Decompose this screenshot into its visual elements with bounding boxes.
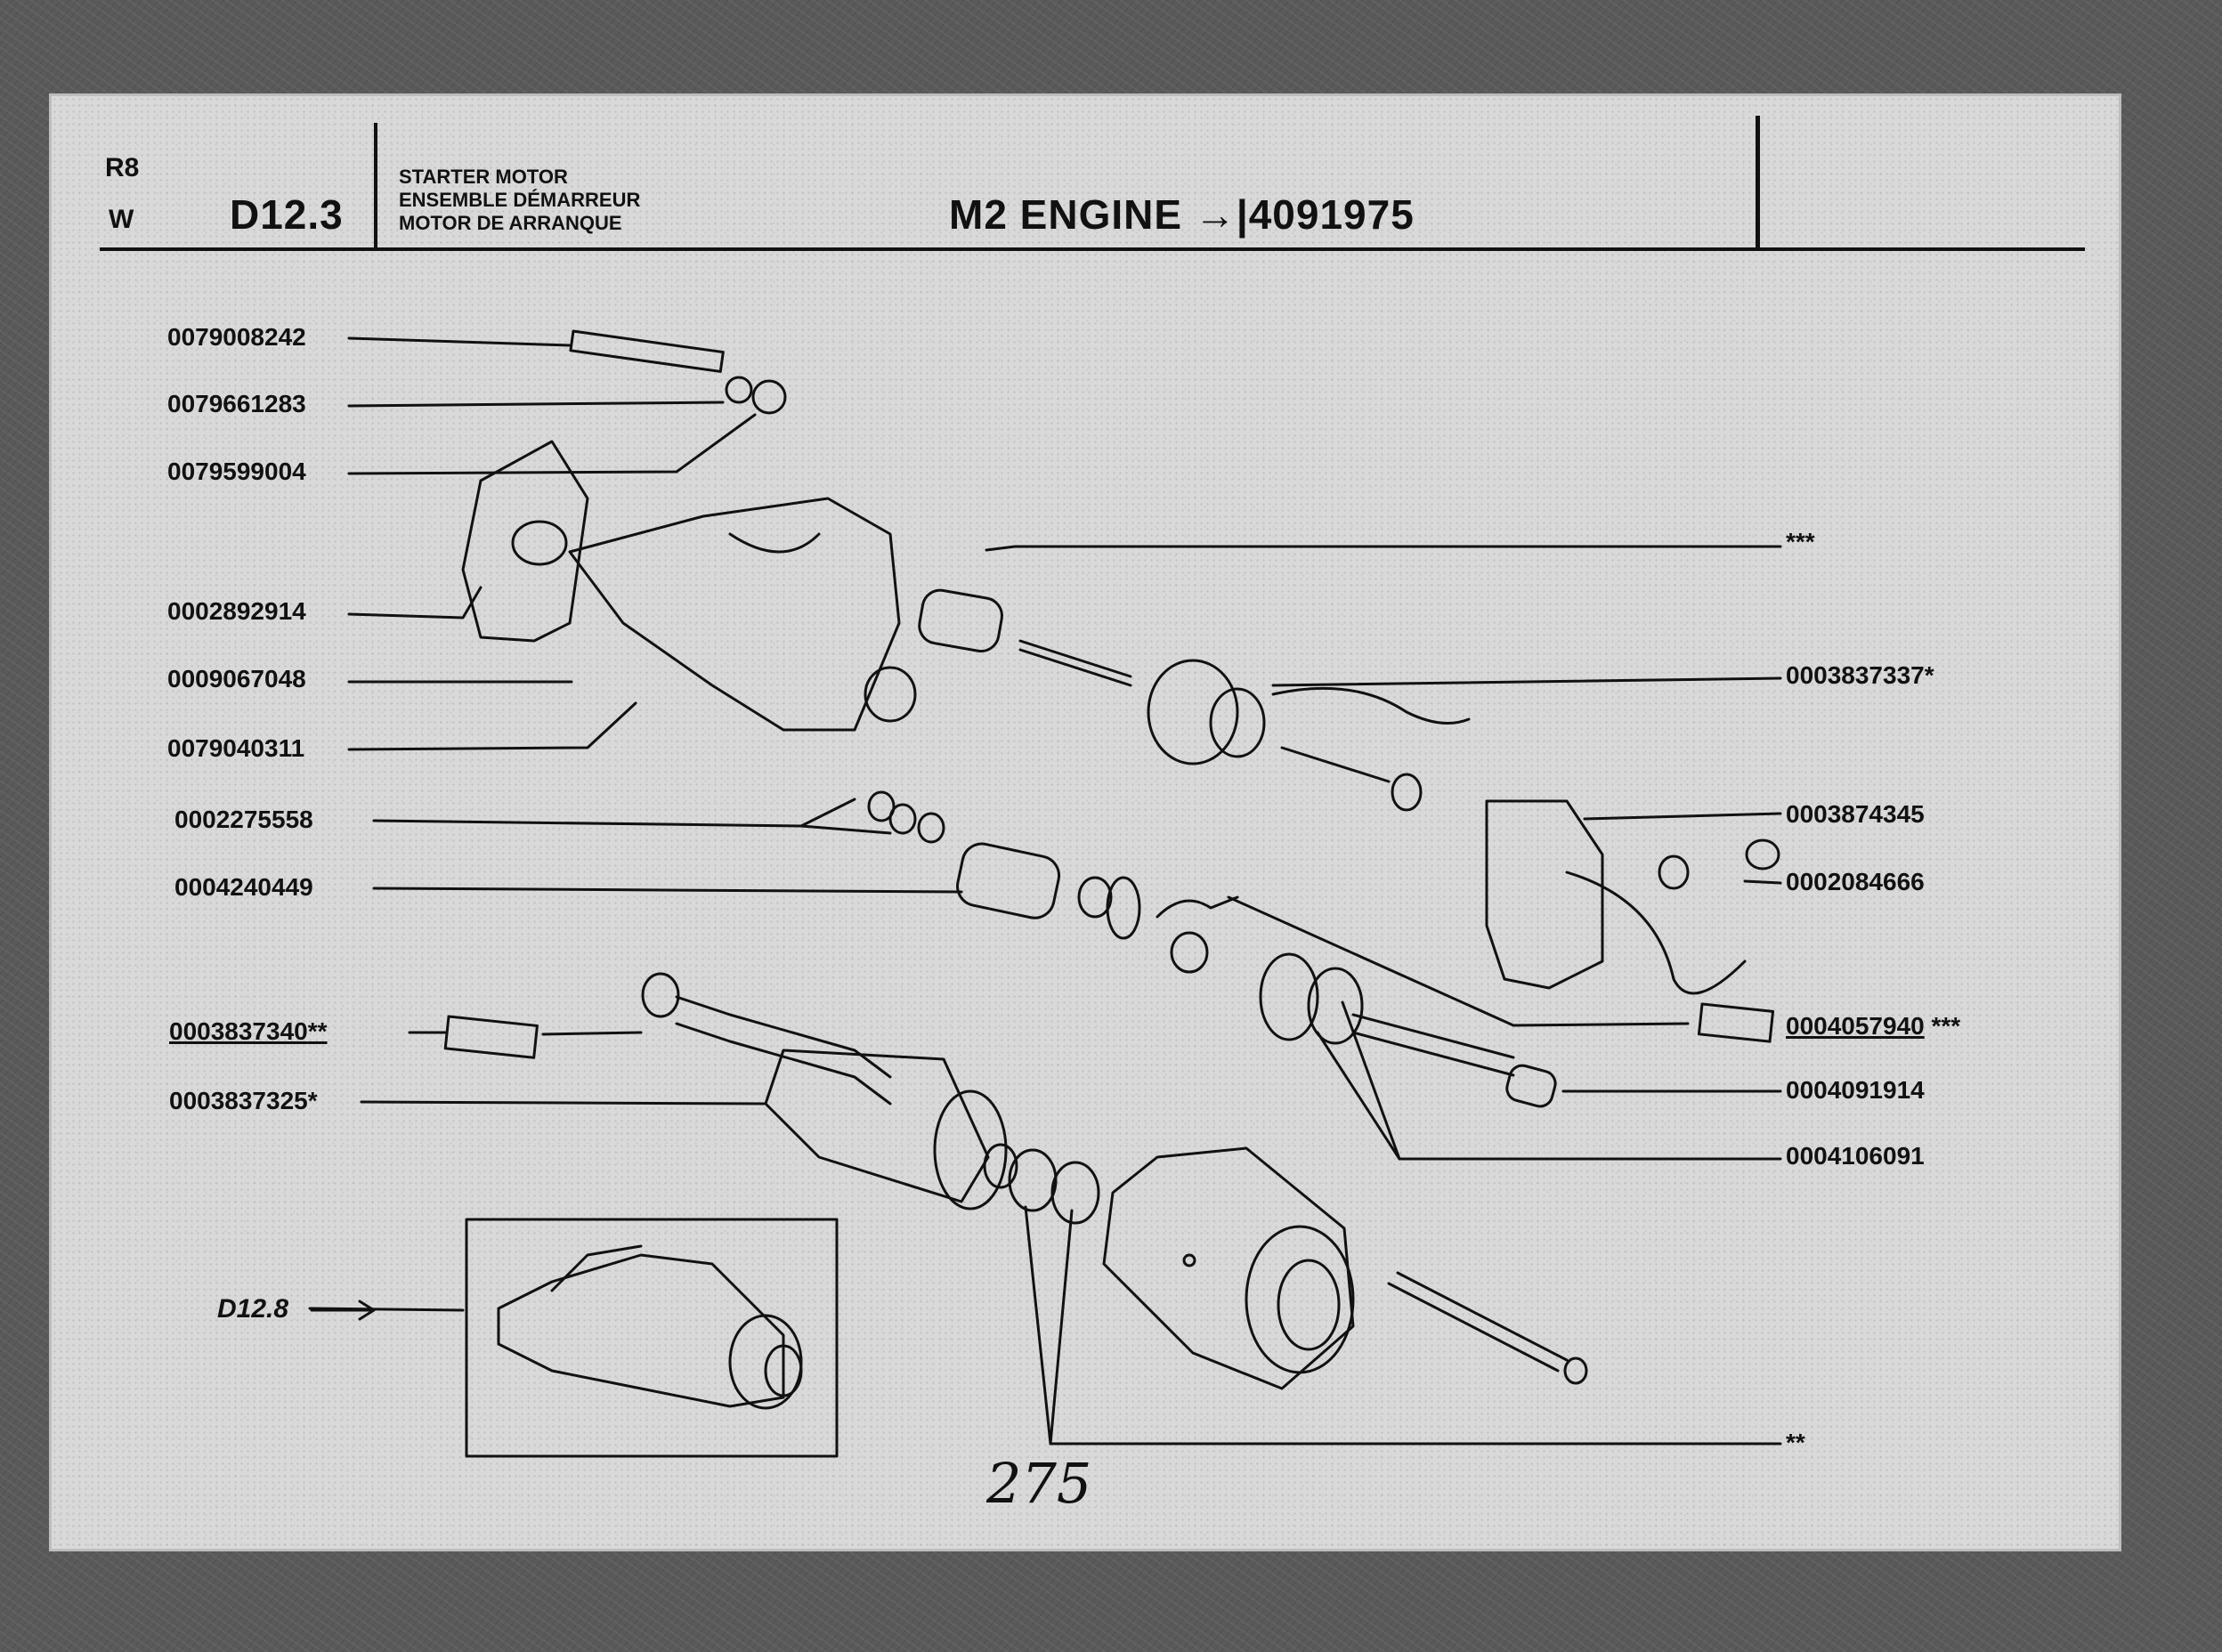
- part-label-right[interactable]: 0003837337*: [1786, 661, 1934, 689]
- leader-line: [372, 887, 963, 894]
- armature-core: [764, 1049, 990, 1203]
- page-number: 275: [986, 1451, 1092, 1516]
- ring: [917, 812, 945, 844]
- header-divider-1: [374, 123, 377, 251]
- reference-top: R8: [105, 153, 140, 182]
- header-bottom-rule: [100, 247, 2085, 251]
- armature-shaft: [1351, 1013, 1515, 1059]
- plunger: [1280, 746, 1391, 783]
- shaft-bush: [1505, 1064, 1557, 1108]
- title-spanish: MOTOR DE ARRANQUE: [399, 212, 622, 234]
- part-label-left[interactable]: 0002892914: [167, 597, 306, 625]
- header-divider-2: [1756, 116, 1760, 251]
- planet-gear: [1259, 952, 1319, 1041]
- leader-line: [985, 545, 1782, 552]
- part-label-right[interactable]: 0003874345: [1786, 800, 1925, 828]
- part-label-right[interactable]: 0004091914: [1786, 1076, 1925, 1104]
- reference-bottom: W: [109, 205, 134, 234]
- engine-heading: M2 ENGINE →|4091975: [949, 190, 1415, 239]
- ring: [867, 790, 896, 822]
- parts-sheet: [52, 96, 2119, 1549]
- drive-housing: [568, 497, 901, 732]
- stud-bolt: [569, 329, 725, 373]
- part-label-left[interactable]: 0079008242: [167, 323, 306, 351]
- inset-reference-label[interactable]: D12.8: [217, 1294, 289, 1324]
- through-bolt: [1396, 1271, 1569, 1362]
- inset-arrow-icon: [310, 1300, 376, 1321]
- part-label-left[interactable]: 0079599004: [167, 458, 306, 485]
- part-label-left[interactable]: 0002275558: [174, 806, 313, 833]
- inset-frame: [465, 1218, 839, 1458]
- part-label-left[interactable]: 0004240449: [174, 873, 313, 901]
- nut: [751, 379, 787, 415]
- shim-washer: [1008, 1148, 1058, 1212]
- part-label-left[interactable]: 0079661283: [167, 390, 306, 417]
- part-label-right[interactable]: 0002084666: [1786, 868, 1925, 895]
- pad: [443, 1015, 539, 1059]
- leader-line: [1024, 1205, 1782, 1446]
- part-label-right[interactable]: 0004106091: [1786, 1142, 1925, 1170]
- engine-arrow-icon: →|: [1194, 191, 1249, 238]
- leader-line: [541, 1031, 643, 1036]
- pad: [1697, 1002, 1775, 1043]
- leader-line: [1271, 676, 1782, 687]
- engine-label: M2 ENGINE: [949, 191, 1183, 238]
- title-english: STARTER MOTOR: [399, 166, 568, 188]
- inset-starter-sketch: [497, 1253, 785, 1408]
- part-label-right[interactable]: 0004057940 ***: [1786, 1012, 1961, 1040]
- shim-washer: [1050, 1161, 1100, 1225]
- leader-line: [1743, 879, 1782, 885]
- leader-line: [347, 401, 725, 408]
- washer: [725, 376, 753, 404]
- return-spring: [1018, 639, 1132, 678]
- part-label-left[interactable]: 0079040311: [167, 734, 305, 762]
- leader-line: [347, 413, 757, 475]
- solenoid-body: [1147, 659, 1239, 765]
- field-yoke: [1102, 1146, 1355, 1390]
- part-label-left[interactable]: 0009067048: [167, 665, 306, 692]
- ring: [888, 803, 917, 835]
- part-label-left[interactable]: 0003837340**: [169, 1017, 328, 1045]
- leader-line: [1227, 895, 1690, 1027]
- leader-line: [1049, 1209, 1074, 1446]
- drive-pinion: [956, 842, 1061, 919]
- leader-line: [347, 336, 572, 347]
- leader-line: [1341, 1000, 1401, 1161]
- engine-serial: 4091975: [1248, 191, 1415, 238]
- leader-line: [347, 701, 637, 751]
- part-label-right[interactable]: **: [1786, 1429, 1805, 1456]
- part-label-right[interactable]: ***: [1786, 528, 1815, 555]
- leader-line: [799, 824, 892, 835]
- section-titles: STARTER MOTOR ENSEMBLE DÉMARREUR MOTOR D…: [399, 166, 640, 235]
- part-label-left[interactable]: 0003837325*: [169, 1087, 318, 1114]
- leader-line: [308, 1307, 465, 1312]
- section-code: D12.3: [230, 191, 344, 238]
- circlip: [1106, 876, 1141, 940]
- title-french: ENSEMBLE DÉMARREUR: [399, 189, 641, 211]
- brush-holder: [1485, 799, 1604, 990]
- shift-fork: [1156, 895, 1239, 919]
- leader-line: [372, 798, 856, 828]
- armature: [675, 995, 892, 1079]
- leader-line: [1316, 1031, 1782, 1161]
- bush: [918, 588, 1003, 653]
- mounting-flange: [461, 440, 589, 643]
- leader-line: [360, 1100, 766, 1105]
- leader-line: [347, 586, 483, 620]
- leader-line: [1583, 812, 1782, 821]
